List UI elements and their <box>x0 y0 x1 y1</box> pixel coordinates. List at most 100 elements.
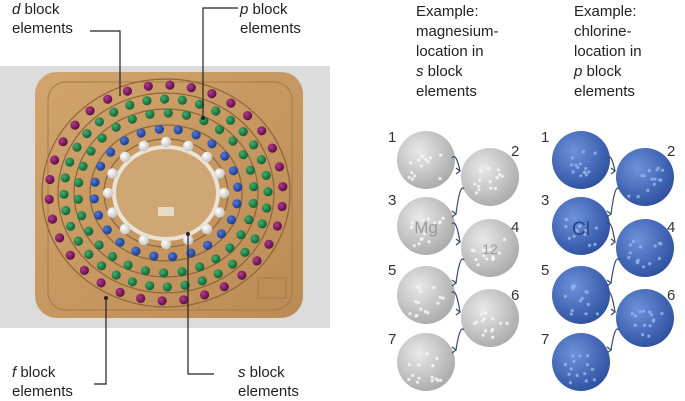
f-block-ball <box>122 86 132 96</box>
mg-step-7: 7 <box>388 331 397 348</box>
s-block-ball <box>214 207 225 218</box>
sequence-arrow <box>455 328 465 351</box>
d-block-ball <box>78 161 88 171</box>
mg-sphere-7 <box>397 333 455 391</box>
d-block-ball <box>109 107 119 117</box>
d-block-ball <box>177 267 187 277</box>
d-block-ball <box>225 115 236 125</box>
f-block-ball <box>65 250 75 260</box>
p-block-ball <box>131 246 141 256</box>
p-block-ball <box>136 128 146 138</box>
d-block-ball <box>59 189 69 199</box>
mg-number-engraving: 12 <box>482 241 498 257</box>
center-plate <box>112 145 220 241</box>
p-block-ball <box>119 136 129 146</box>
p-block-ball <box>228 166 239 176</box>
f-block-ball <box>85 106 95 116</box>
d-block-ball <box>228 259 238 269</box>
d-block-ball <box>213 269 223 279</box>
d-block-ball <box>127 114 137 124</box>
f-block-ball <box>277 201 287 212</box>
f-block-ball <box>186 83 196 93</box>
p-block-ball <box>220 151 230 161</box>
d-block-ball <box>228 136 238 146</box>
d-block-ball <box>72 142 82 152</box>
cl-sphere-7 <box>552 333 610 391</box>
d-block-ball <box>97 133 107 143</box>
cl-step-6: 6 <box>667 287 676 304</box>
d-block-ball <box>94 117 104 127</box>
element-balls <box>44 80 288 306</box>
cl-step-1: 1 <box>541 129 550 146</box>
sequence-arrows <box>451 155 620 354</box>
d-block-ball <box>163 108 173 118</box>
p-block-ball <box>173 125 183 135</box>
p-block-ball <box>93 210 104 220</box>
s-block-ball <box>218 187 230 199</box>
d-block-ball <box>82 129 92 139</box>
f-block-ball <box>70 120 80 130</box>
d-block-ball <box>60 173 70 183</box>
d-block-ball <box>250 234 260 244</box>
s-block-ball <box>119 151 131 163</box>
d-block-ball <box>162 282 172 292</box>
p-block-ball <box>89 194 99 204</box>
cl-sphere-2 <box>616 148 674 206</box>
d-block-ball <box>238 150 248 160</box>
f-block-ball <box>274 162 285 172</box>
cl-symbol-engraving: Cl <box>572 219 590 240</box>
cl-sphere-4 <box>616 219 674 277</box>
d-block-ball <box>66 221 76 231</box>
d-block-ball <box>261 170 271 180</box>
sequence-arrow <box>451 222 461 243</box>
s-block-ball <box>183 140 194 152</box>
d-block-ball <box>160 94 170 104</box>
d-block-ball <box>159 268 169 278</box>
d-block-ball <box>249 182 259 192</box>
mg-step-2: 2 <box>511 143 520 160</box>
sequence-arrow <box>606 155 616 172</box>
cl-sphere-3 <box>552 197 610 255</box>
d-block-ball <box>257 219 267 229</box>
f-block-ball <box>115 287 125 297</box>
d-block-ball <box>238 127 248 137</box>
p-block-ball <box>232 199 242 209</box>
f-block-ball <box>200 290 210 300</box>
f-block-ball <box>237 270 247 280</box>
d-block-ball <box>123 260 133 270</box>
d-block-ball <box>248 198 258 208</box>
f-block-ball <box>96 278 106 288</box>
f-block-ball <box>47 214 58 224</box>
p-block-ball <box>226 215 236 225</box>
d-block-ball <box>263 187 273 197</box>
f-block-ball <box>44 194 54 204</box>
f-block-ball <box>219 282 229 292</box>
sequence-arrow <box>610 258 620 284</box>
sequence-arrow <box>451 155 461 172</box>
s-block-ball <box>201 151 213 163</box>
mg-sphere-3 <box>397 197 455 255</box>
d-block-ball <box>195 262 205 272</box>
mg-sphere-5 <box>397 266 455 324</box>
p-block-ball <box>191 130 201 140</box>
cl-sphere-1 <box>552 131 610 189</box>
sequence-arrow <box>606 222 616 243</box>
f-block-ball <box>55 233 65 243</box>
p-block-ball <box>207 139 217 149</box>
f-block-ball <box>157 296 167 306</box>
p-block-ball <box>216 229 226 239</box>
f-block-ball <box>103 94 113 104</box>
s-block-ball <box>102 187 114 199</box>
d-block-ball <box>211 254 221 264</box>
cl-step-4: 4 <box>667 219 676 236</box>
d-block-ball <box>140 266 151 276</box>
s-block-ball <box>201 223 213 235</box>
s-block-ball <box>138 140 149 152</box>
cl-sphere-5 <box>552 266 610 324</box>
d-block-ball <box>127 277 137 287</box>
f-block-label: f block elements <box>12 364 73 400</box>
ring-groove <box>57 92 275 294</box>
ring-groove <box>89 124 243 262</box>
mg-sphere-2 <box>461 148 519 206</box>
